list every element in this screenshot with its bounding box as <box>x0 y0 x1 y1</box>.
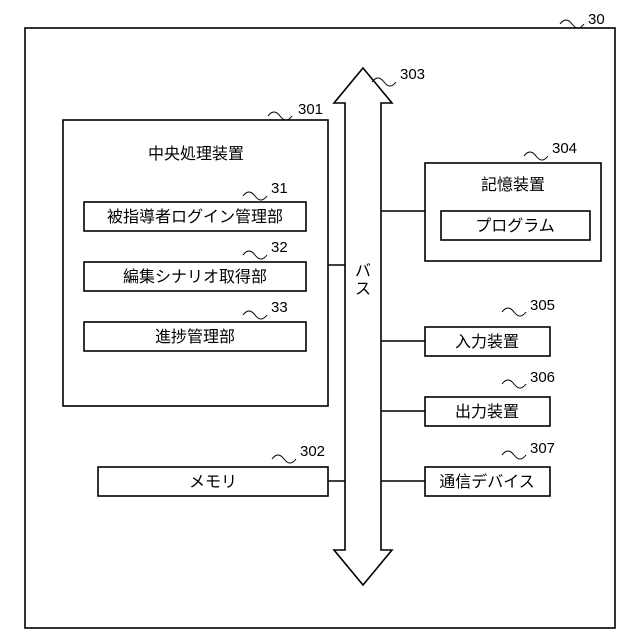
cpu-ref: 301 <box>298 101 323 118</box>
bus-label-1: バ <box>355 261 371 280</box>
scenario-acquisition-label: 編集シナリオ取得部 <box>123 267 267 286</box>
output-ref: 306 <box>530 369 555 386</box>
module-33-ref: 33 <box>271 299 288 316</box>
storage-title: 記憶装置 <box>481 175 545 194</box>
storage-ref: 304 <box>552 140 577 157</box>
memory-ref: 302 <box>300 443 325 460</box>
bus-ref: 303 <box>400 66 425 83</box>
progress-management-label: 進捗管理部 <box>155 327 235 346</box>
system-ref-leader <box>560 20 584 28</box>
comm-ref: 307 <box>530 440 555 457</box>
comm-label: 通信デバイス <box>439 472 535 491</box>
output-label: 出力装置 <box>455 402 519 421</box>
system-ref: 30 <box>588 11 605 28</box>
bus-label-2: ス <box>355 279 371 298</box>
input-ref: 305 <box>530 297 555 314</box>
input-label: 入力装置 <box>455 332 519 351</box>
module-32-ref: 32 <box>271 239 288 256</box>
memory-label: メモリ <box>189 472 237 491</box>
cpu-title: 中央処理装置 <box>148 144 244 163</box>
module-31-ref: 31 <box>271 180 288 197</box>
program-label: プログラム <box>475 216 555 235</box>
login-management-label: 被指導者ログイン管理部 <box>107 207 283 226</box>
